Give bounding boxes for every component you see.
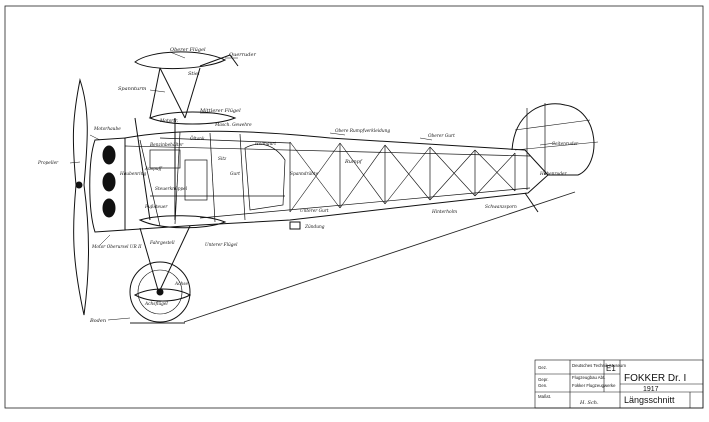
label-cowl-ring: Haubenring (119, 172, 146, 177)
label-fuselage-upper: Obere Rumpfverkleidung (335, 129, 390, 134)
label-step: Zündung (304, 225, 325, 230)
middle-wing (148, 111, 237, 125)
middle-wing-section (148, 111, 237, 125)
seat (184, 159, 208, 201)
tb-mid-3: Fokker Flugzeugwerke (572, 383, 616, 388)
tb-section: Längsschnitt (624, 395, 675, 405)
label-oil-tank: Öltank (190, 136, 205, 142)
tail-skid (524, 192, 539, 213)
propeller-hub (75, 181, 83, 189)
cylinder-2 (102, 172, 116, 192)
label-middle-wing: Mittlerer Flügel (199, 108, 241, 114)
lower-wing-section (138, 215, 227, 229)
label-guns: Masch. Gewehre (214, 123, 252, 128)
label-exhaust: Auspuff (144, 167, 163, 172)
aileron-outline (199, 54, 239, 67)
propeller-blades (72, 78, 89, 316)
fuselage (124, 130, 549, 231)
label-cowling: Motorhaube (93, 127, 121, 132)
tb-sheet: E1 (606, 364, 616, 373)
upper-longeron (124, 145, 531, 157)
label-tail-skid: Schwanzsporn (485, 205, 517, 210)
step (289, 221, 301, 230)
upper-wing (134, 51, 239, 69)
fuselage-frames (289, 142, 516, 212)
label-ground: Boden (89, 318, 106, 324)
undercarriage (129, 225, 192, 323)
label-fuselage-longeron: Holmgurt (254, 142, 276, 147)
label-lower-longeron: Unterer Gurt (300, 209, 329, 214)
label-wire-bracing: Spanndrähte (290, 172, 319, 177)
lower-wing (138, 215, 227, 229)
wire-bracing (289, 141, 516, 213)
wheel-hub (156, 288, 164, 296)
label-cockpit: Sitz (218, 157, 227, 162)
cylinder-1 (102, 145, 116, 165)
label-fuel-tank: Benzinbehälter (149, 143, 184, 148)
label-elevator: Höhenruder (539, 172, 568, 177)
tb-signature: H. Sch. (579, 400, 599, 406)
label-strut: Stiel (188, 71, 200, 77)
fuselage-outline (124, 130, 549, 231)
tb-mid-2: Flugzeugbau Abt. (572, 375, 605, 380)
cowling-outline (89, 137, 126, 233)
label-engine-mount: Motortr. (159, 119, 178, 124)
label-axle: Achse (174, 282, 188, 287)
label-upper-wing: Oberer Flügel (170, 47, 206, 53)
tb-row-3: Gen. (538, 383, 547, 388)
cowling (89, 137, 126, 233)
tb-row-2: Gepr. (538, 377, 549, 382)
tb-mid-1: Deutsches Technik-Museum (572, 363, 626, 368)
title-block (534, 359, 704, 409)
label-lower-wing-rear: Hinterholm (431, 210, 457, 215)
label-propeller: Propeller (37, 161, 59, 166)
sheet-border (4, 5, 704, 409)
label-rudder-bar: Fußsteuer (144, 205, 168, 210)
cylinder-3 (102, 198, 116, 218)
wheel (129, 261, 191, 323)
upper-wing-section (134, 51, 227, 69)
tail (511, 103, 599, 213)
tb-type-name: FOKKER Dr. I (624, 373, 686, 384)
leader-lines (69, 51, 556, 321)
fuel-tank (149, 149, 181, 169)
cockpit-structure (139, 131, 291, 227)
label-seat-belt: Gurt (230, 172, 240, 177)
tb-row-4: Maßst. (538, 394, 551, 399)
label-gear-wing: Achsflügel (144, 302, 168, 307)
tb-row-1: Gez. (538, 365, 547, 370)
label-gear-strut: Fahrgestell (149, 241, 175, 246)
cockpit-opening (244, 143, 286, 211)
propeller (72, 78, 89, 316)
label-engine: Motor Oberursel UR II (91, 245, 142, 250)
label-lower-wing: Unterer Flügel (205, 243, 238, 248)
label-upper-longeron: Oberer Gurt (428, 134, 455, 139)
interplane-struts (134, 67, 201, 221)
label-cabane: Spannturm (118, 86, 147, 92)
tb-year: 1917 (643, 386, 659, 393)
label-rudder: Seitenruder (552, 142, 579, 147)
rudder (511, 103, 595, 176)
label-rumpf: Rumpf (344, 159, 363, 165)
label-stick: Steuerknüppel (155, 187, 188, 192)
label-aileron: Querruder (229, 52, 256, 58)
ground-line (183, 191, 576, 323)
